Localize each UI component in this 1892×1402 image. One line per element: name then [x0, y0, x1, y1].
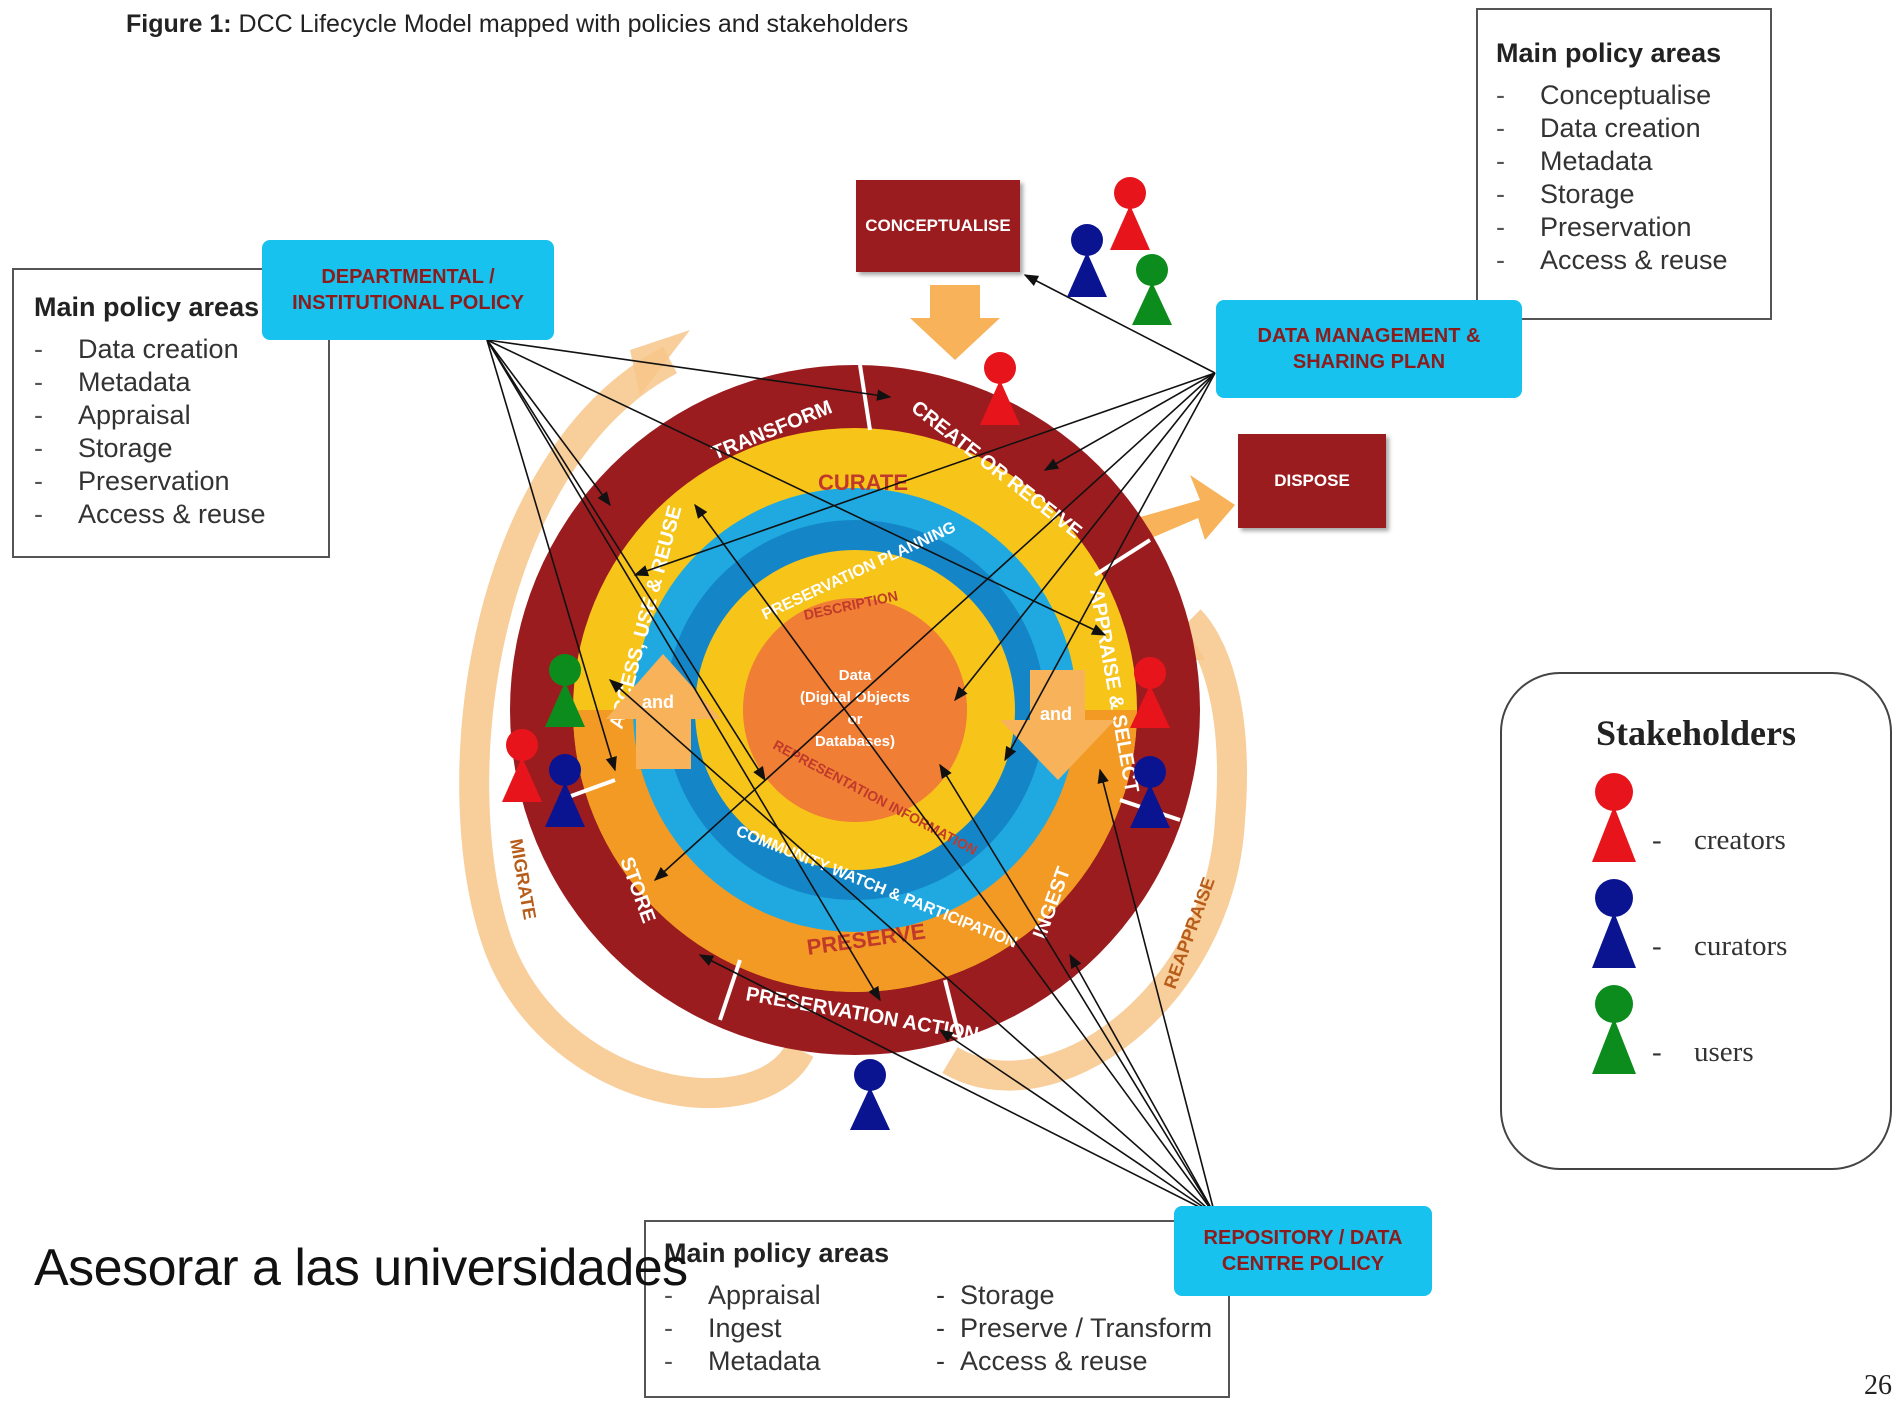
policy-item: -Storage [936, 1280, 1055, 1310]
curator-figure-appraise [1130, 756, 1170, 828]
policy-list-heading: Main policy areas [664, 1238, 890, 1268]
overlay-text: Asesorar a las universidades [34, 1239, 688, 1297]
curator-figure-store [545, 754, 585, 827]
conceptualise-box: CONCEPTUALISE [856, 180, 1020, 272]
core-line-2: (Digital Objects [800, 689, 910, 706]
policy-list-heading: Main policy areas [1496, 38, 1722, 68]
caption-text: DCC Lifecycle Model mapped with policies… [238, 10, 909, 38]
migrate-loop [459, 346, 814, 1109]
departmental-policy-box: DEPARTMENTAL / INSTITUTIONAL POLICY [262, 240, 554, 340]
policy-item: -Access & reuse [34, 499, 266, 529]
creator-figure-store [502, 729, 542, 802]
and-left-label: and [642, 692, 674, 712]
and-arrow-left [606, 654, 721, 769]
policy-list-heading: Main policy areas [34, 292, 260, 322]
policy-item: -Metadata [34, 367, 191, 397]
policy-item: -Access & reuse [1496, 245, 1728, 275]
policy-item: -Preservation [34, 466, 230, 496]
curator-figure-preservation [850, 1059, 890, 1130]
creator-figure-conceptualise [1110, 177, 1150, 250]
migrate-loop-arrowhead [630, 330, 690, 395]
policy-item: -Appraisal [664, 1280, 821, 1310]
migrate-label: MIGRATE [506, 837, 540, 921]
policy-item: -Data creation [1496, 113, 1701, 143]
policy-box-line: DATA MANAGEMENT & [1257, 325, 1481, 347]
orange-core [743, 598, 967, 822]
user-legend-icon [1592, 985, 1636, 1074]
dispose-arrow [1130, 475, 1235, 545]
policy-box-line: DEPARTMENTAL / [321, 266, 495, 288]
dmp-policy-box: DATA MANAGEMENT & SHARING PLAN [1216, 300, 1522, 398]
page-number: 26 [1864, 1370, 1892, 1401]
figure-caption: Figure 1: DCC Lifecycle Model mapped wit… [126, 10, 908, 39]
creator-legend-icon [1592, 773, 1636, 862]
policy-box-line: INSTITUTIONAL POLICY [292, 292, 524, 314]
core-line-1: Data [839, 667, 872, 684]
user-figure-access [545, 654, 585, 727]
policy-box-line: SHARING PLAN [1292, 351, 1446, 373]
policy-item: -Conceptualise [1496, 80, 1712, 110]
stakeholder-row-curators: -curators [1652, 930, 1788, 962]
dispose-box: DISPOSE [1238, 434, 1386, 528]
user-figure-conceptualise [1132, 254, 1172, 325]
ring-label-curate: CURATE [818, 470, 908, 495]
policy-list-top-right: Main policy areas -Conceptualise -Data c… [1476, 8, 1772, 320]
caption-prefix: Figure 1: [126, 10, 232, 38]
policy-item: -Data creation [34, 334, 239, 364]
policy-item: -Storage [34, 433, 173, 463]
policy-item: -Preserve / Transform [936, 1313, 1213, 1343]
curator-figure-conceptualise [1067, 224, 1107, 297]
stakeholders-title: Stakeholders [1595, 713, 1797, 753]
policy-box-line: CENTRE POLICY [1221, 1253, 1385, 1275]
creator-figure-create [980, 352, 1020, 425]
stakeholders-legend: Stakeholders -creators -curators -users [1500, 672, 1892, 1170]
and-arrow-right [1000, 670, 1115, 780]
connectors [486, 274, 1216, 1216]
policy-box-line: REPOSITORY / DATA [1203, 1227, 1403, 1249]
policy-item: -Storage [1496, 179, 1635, 209]
stakeholder-row-users: -users [1652, 1036, 1754, 1068]
policy-item: -Preservation [1496, 212, 1692, 242]
and-right-label: and [1040, 704, 1072, 724]
stakeholder-legend-icons [1592, 773, 1636, 1074]
policy-item: -Appraisal [34, 400, 191, 430]
policy-item: -Metadata [664, 1346, 821, 1376]
creator-figure-appraise [1130, 657, 1170, 728]
core-line-4: Databases) [815, 733, 895, 750]
policy-list-bottom: Main policy areas -Appraisal -Ingest -Me… [644, 1220, 1230, 1398]
reappraise-loop [942, 609, 1247, 1091]
stakeholder-row-creators: -creators [1652, 824, 1786, 856]
repository-policy-box: REPOSITORY / DATA CENTRE POLICY [1174, 1206, 1432, 1296]
conceptualise-arrow [910, 285, 1000, 360]
core-line-3: or [848, 711, 863, 728]
policy-item: -Metadata [1496, 146, 1653, 176]
policy-item: -Access & reuse [936, 1346, 1148, 1376]
curator-legend-icon [1592, 879, 1636, 968]
policy-item: -Ingest [664, 1313, 782, 1343]
